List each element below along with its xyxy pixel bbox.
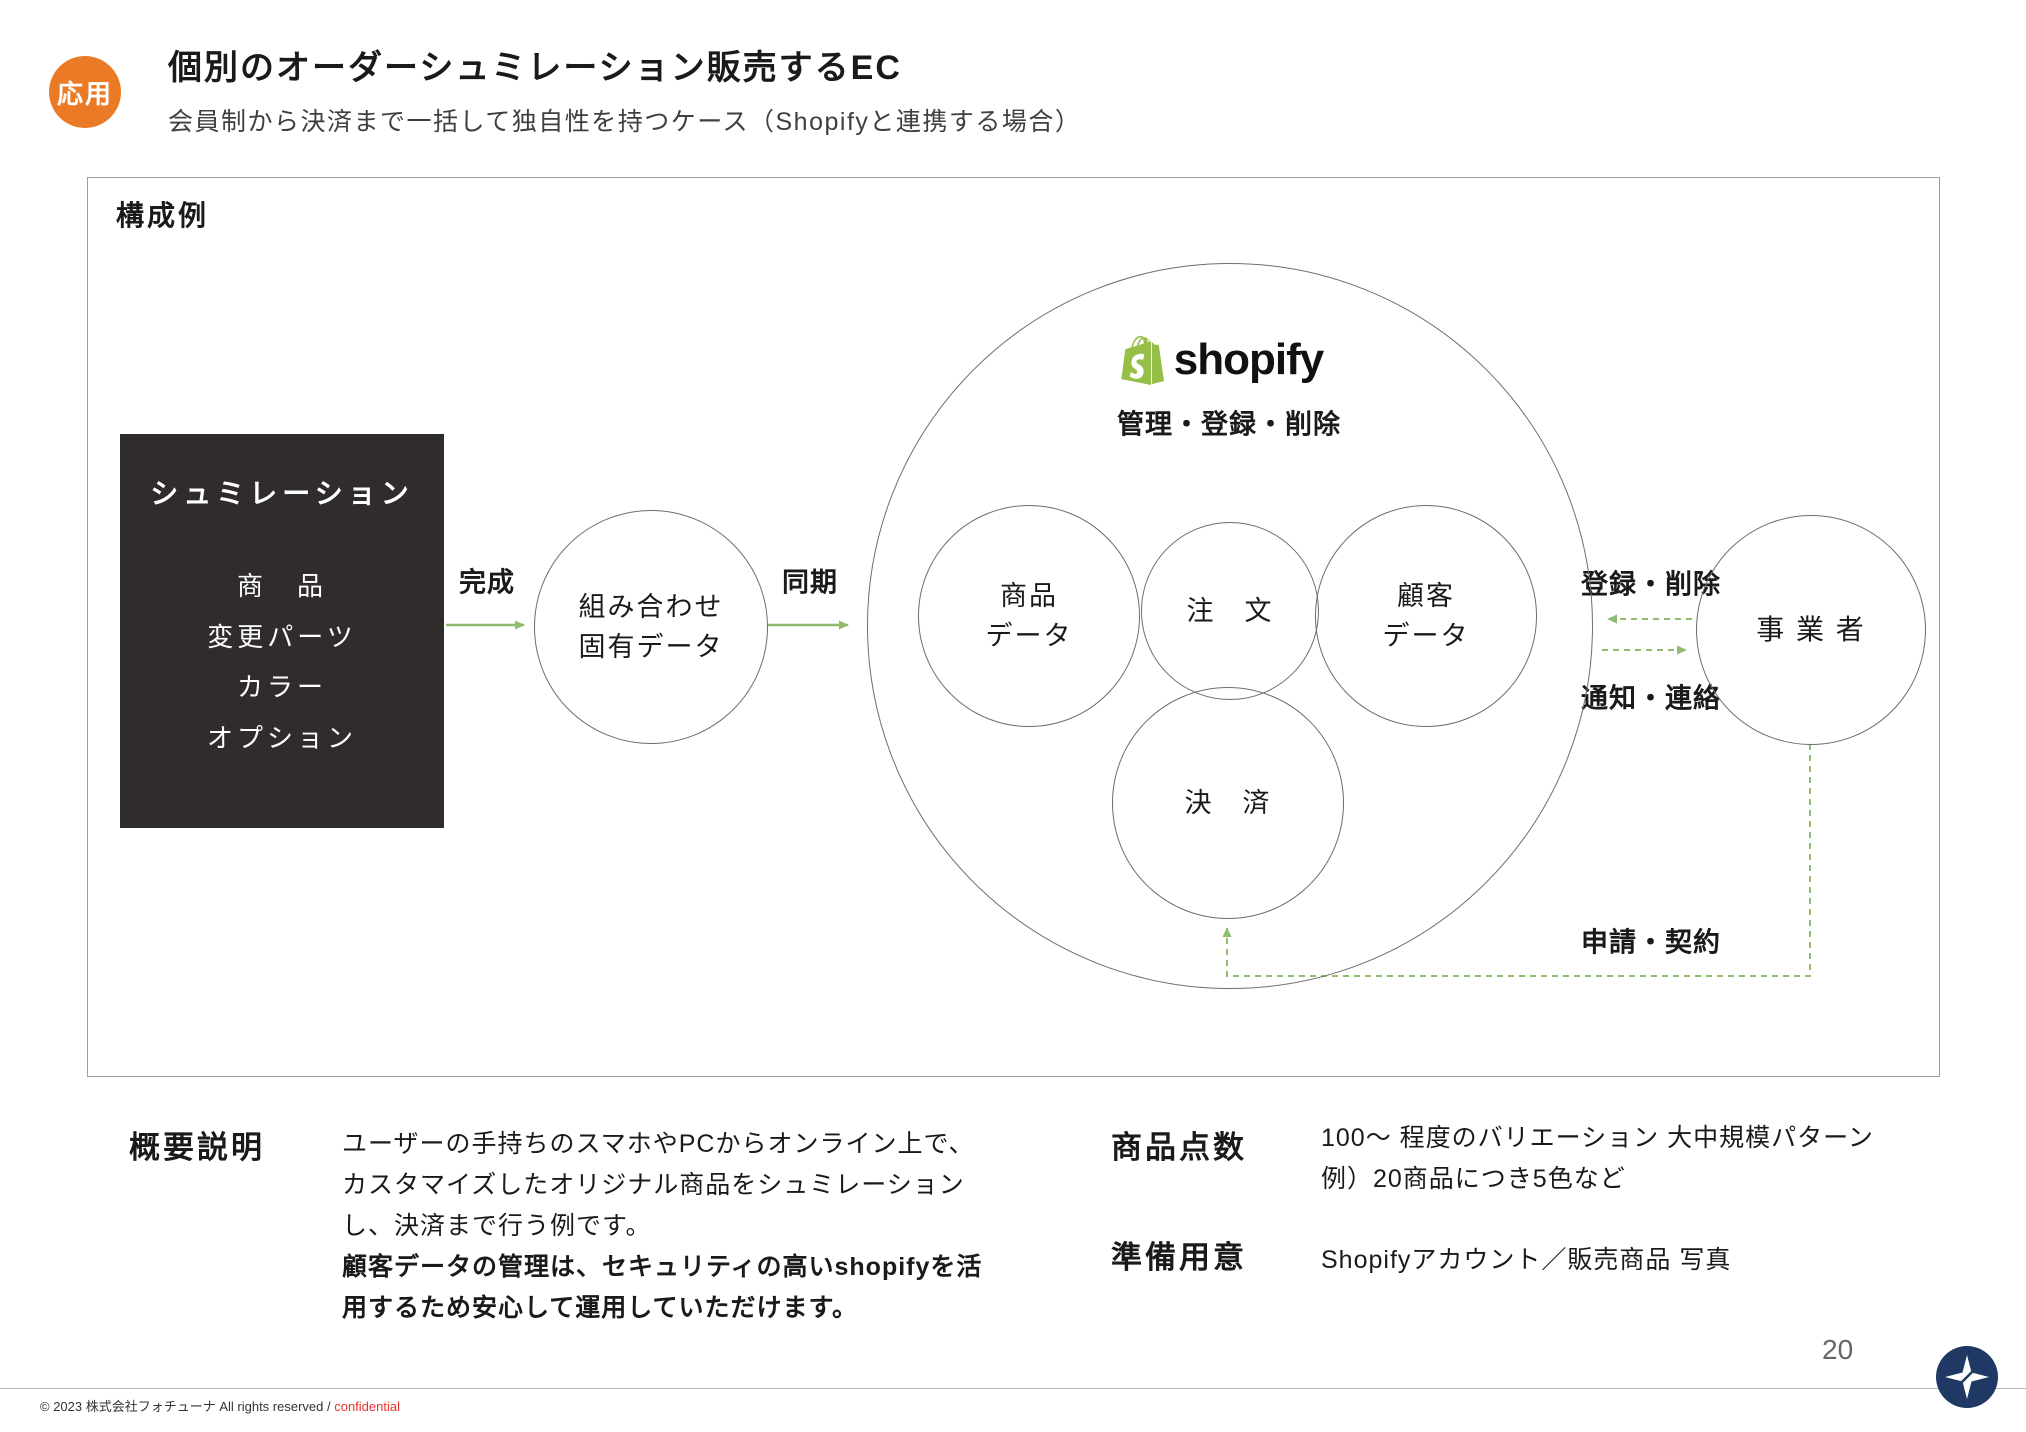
summary-line-bold: 顧客データの管理は、セキュリティの高いshopifyを活 [342, 1253, 983, 1281]
simulation-title: シュミレーション [150, 478, 414, 509]
simulation-item: オプション [206, 723, 357, 753]
item-count-text: 100〜 程度のバリエーション 大中規模パターン 例）20商品につき5色など [1321, 1118, 1874, 1200]
payment-label: 決 済 [1184, 788, 1272, 818]
business-label: 事 業 者 [1756, 614, 1866, 645]
combo-line1: 組み合わせ [578, 592, 724, 622]
shopify-wordmark: shopify [1173, 335, 1324, 384]
shopify-logo: shopify [1121, 335, 1324, 385]
label-complete: 完成 [459, 567, 515, 598]
item-count-line: 例）20商品につき5色など [1321, 1165, 1626, 1193]
customer-line1: 顧客 [1397, 581, 1455, 611]
footer-copyright: © 2023 株式会社フォチューナ All rights reserved / … [40, 1396, 400, 1415]
page-title: 個別のオーダーシュミレーション販売するEC [168, 49, 902, 87]
simulation-item: 商 品 [236, 571, 327, 601]
footer-divider [0, 1388, 2026, 1389]
combo-line2: 固有データ [578, 632, 724, 662]
frame-label: 構成例 [116, 200, 210, 231]
diagram-frame: 構成例 シュミレーション 商 品 変更パーツ カラー オプション 完成 同期 登… [87, 177, 1940, 1077]
product-line1: 商品 [1000, 581, 1058, 611]
order-label: 注 文 [1186, 596, 1274, 626]
page-subtitle: 会員制から決済まで一括して独自性を持つケース（Shopifyと連携する場合） [168, 108, 1082, 136]
payment-circle: 決 済 [1112, 687, 1344, 919]
simulation-panel: シュミレーション 商 品 変更パーツ カラー オプション [120, 434, 444, 828]
simulation-item: カラー [236, 672, 327, 702]
customer-line2: データ [1382, 621, 1470, 651]
label-apply-contract: 申請・契約 [1581, 927, 1721, 958]
copyright-text: © 2023 株式会社フォチューナ All rights reserved / [40, 1399, 335, 1414]
product-line2: データ [985, 621, 1073, 651]
summary-line: ユーザーの手持ちのスマホやPCからオンライン上で、 [342, 1130, 975, 1158]
label-notify-contact: 通知・連絡 [1581, 683, 1721, 714]
customer-data-circle: 顧客 データ [1315, 505, 1537, 727]
shopify-caption: 管理・登録・削除 [1117, 409, 1341, 440]
application-badge: 応用 [49, 56, 121, 128]
preparation-text: Shopifyアカウント／販売商品 写真 [1321, 1246, 1732, 1274]
page-number: 20 [1822, 1334, 1854, 1365]
summary-line-bold: 用するため安心して運用していただけます。 [342, 1294, 859, 1322]
summary-line: し、決済まで行う例です。 [342, 1212, 652, 1240]
item-count-heading: 商品点数 [1111, 1130, 1247, 1165]
summary-line: カスタマイズしたオリジナル商品をシュミレーション [342, 1171, 965, 1199]
order-circle: 注 文 [1141, 522, 1319, 700]
shopify-bag-icon [1121, 335, 1165, 385]
item-count-line: 100〜 程度のバリエーション 大中規模パターン [1321, 1124, 1874, 1152]
label-register-delete: 登録・削除 [1581, 569, 1721, 600]
summary-heading: 概要説明 [129, 1130, 265, 1165]
simulation-item: 変更パーツ [207, 622, 357, 652]
shopify-circle [867, 263, 1593, 989]
summary-paragraph: ユーザーの手持ちのスマホやPCからオンライン上で、 カスタマイズしたオリジナル商… [342, 1124, 982, 1329]
label-sync: 同期 [782, 567, 838, 598]
combo-data-circle: 組み合わせ 固有データ [534, 510, 768, 744]
company-logo [1935, 1345, 1999, 1409]
business-operator-circle: 事 業 者 [1696, 515, 1926, 745]
confidential-text: confidential [334, 1399, 400, 1414]
product-data-circle: 商品 データ [918, 505, 1140, 727]
preparation-heading: 準備用意 [1111, 1240, 1247, 1275]
company-logo-icon [1936, 1346, 1998, 1408]
